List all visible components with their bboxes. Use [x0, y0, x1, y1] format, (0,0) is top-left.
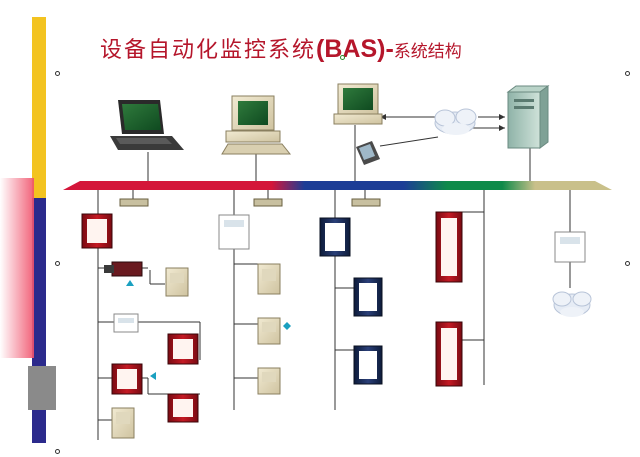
module-box-icon	[257, 367, 281, 395]
selection-handle[interactable]	[55, 71, 60, 76]
tall-panel-icon	[435, 321, 463, 387]
module-box-icon	[257, 317, 281, 345]
cloud-network-icon	[434, 108, 477, 135]
pda-icon	[356, 141, 380, 165]
module-box-icon	[257, 263, 281, 295]
control-box-icon	[353, 277, 383, 317]
main-network-bus	[63, 181, 612, 190]
thermostat-icon	[554, 231, 586, 263]
stripe-yellow	[32, 17, 46, 215]
left-decoration	[0, 17, 56, 443]
selection-handle[interactable]	[625, 71, 630, 76]
control-box-icon	[353, 345, 383, 385]
rotate-handle[interactable]	[340, 55, 345, 60]
indicator-arrow	[150, 372, 156, 380]
selection-handle[interactable]	[625, 261, 630, 266]
slide-title: 设备自动化监控系统(BAS)-系统结构	[100, 32, 462, 68]
control-box-icon	[319, 217, 351, 257]
thermostat-icon	[113, 313, 139, 333]
indicator-arrow	[283, 322, 291, 330]
laptop-icon	[110, 100, 184, 150]
network-switch-icon	[119, 198, 381, 207]
desktop-computer-icon	[221, 95, 292, 155]
selection-handle[interactable]	[55, 449, 60, 454]
top-links	[147, 116, 531, 186]
selection-handle[interactable]	[55, 261, 60, 266]
module-box-icon	[165, 267, 189, 297]
server-tower-icon	[506, 85, 550, 149]
controller-panel-icon	[167, 333, 199, 365]
controller-panel-icon	[81, 213, 113, 249]
stripe-pink	[0, 178, 34, 358]
camera-icon	[104, 261, 143, 277]
controller-panel-icon	[111, 363, 143, 395]
link-arrows	[380, 114, 505, 131]
module-box-icon	[111, 407, 135, 439]
controller-panel-icon	[167, 393, 199, 423]
tall-panel-icon	[435, 211, 463, 283]
title-part1: 设备自动化监控系统	[100, 38, 317, 63]
stripe-grey	[28, 366, 56, 410]
title-part2: (BAS)-	[316, 35, 394, 63]
thermostat-icon	[218, 214, 250, 250]
cloud-network-icon	[552, 291, 592, 317]
workstation-icon	[333, 83, 383, 125]
title-part3: 系统结构	[393, 42, 462, 62]
indicator-arrow	[126, 280, 134, 286]
